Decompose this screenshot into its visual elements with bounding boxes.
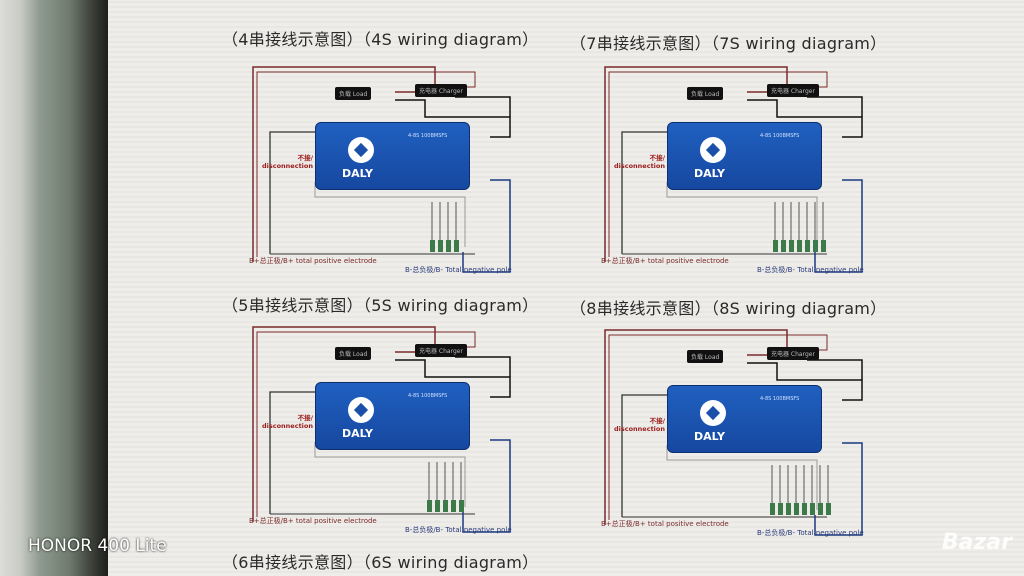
cell-wire-terminal bbox=[438, 240, 443, 252]
positive-electrode-label: B+总正极/B+ total positive electrode bbox=[601, 257, 729, 265]
cell-wire-terminal bbox=[810, 503, 815, 515]
brand-label: DALY bbox=[694, 430, 725, 443]
diagram-4s: 负载 Load 充电器 Charger DALY 4-8S 100BMSFS 不… bbox=[245, 62, 525, 277]
cell-wire-terminal bbox=[446, 240, 451, 252]
negative-pole-label: B-总负极/B- Total negative pole bbox=[757, 529, 864, 537]
charger-device: 充电器 Charger bbox=[767, 84, 819, 97]
negative-pole-label: B-总负极/B- Total negative pole bbox=[405, 266, 512, 274]
model-label: 4-8S 100BMSFS bbox=[760, 133, 800, 139]
cell-wire-terminal bbox=[802, 503, 807, 515]
bms-board: DALY 4-8S 100BMSFS bbox=[667, 122, 822, 190]
load-device: 负载 Load bbox=[335, 347, 372, 360]
disconnection-label: 不接/disconnection bbox=[613, 154, 665, 170]
negative-pole-label: B-总负极/B- Total negative pole bbox=[757, 266, 864, 274]
cell-wire-terminal bbox=[773, 240, 778, 252]
negative-pole-label: B-总负极/B- Total negative pole bbox=[405, 526, 512, 534]
wiring-lines bbox=[252, 326, 511, 533]
title-4s: （4串接线示意图）（4S wiring diagram） bbox=[222, 30, 539, 49]
wiring-lines bbox=[252, 66, 511, 273]
positive-electrode-label: B+总正极/B+ total positive electrode bbox=[249, 517, 377, 525]
diagram-8s: 负载 Load 充电器 Charger DALY 4-8S 100BMSFS 不… bbox=[597, 325, 877, 540]
title-8s: （8串接线示意图）（8S wiring diagram） bbox=[570, 299, 887, 318]
diagram-5s: 负载 Load 充电器 Charger DALY 4-8S 100BMSFS 不… bbox=[245, 322, 525, 537]
cell-wire-terminal bbox=[781, 240, 786, 252]
bms-board: DALY 4-8S 100BMSFS bbox=[315, 382, 470, 450]
title-5s: （5串接线示意图）（5S wiring diagram） bbox=[222, 296, 539, 315]
bms-board: DALY 4-8S 100BMSFS bbox=[667, 385, 822, 453]
brand-label: DALY bbox=[342, 427, 373, 440]
load-device: 负载 Load bbox=[687, 350, 724, 363]
positive-electrode-label: B+总正极/B+ total positive electrode bbox=[249, 257, 377, 265]
charger-device: 充电器 Charger bbox=[415, 344, 467, 357]
cell-wire-terminal bbox=[435, 500, 440, 512]
cell-wire-terminal bbox=[794, 503, 799, 515]
model-label: 4-8S 100BMSFS bbox=[408, 393, 448, 399]
positive-electrode-label: B+总正极/B+ total positive electrode bbox=[601, 520, 729, 528]
cell-wire-terminal bbox=[770, 503, 775, 515]
cell-wire-terminal bbox=[813, 240, 818, 252]
daly-logo-icon bbox=[348, 397, 374, 423]
cell-wire-terminal bbox=[430, 240, 435, 252]
cell-wire-terminal bbox=[789, 240, 794, 252]
cell-wire-terminal bbox=[443, 500, 448, 512]
disconnection-label: 不接/disconnection bbox=[261, 414, 313, 430]
wiring-lines bbox=[604, 66, 863, 273]
screen bbox=[108, 0, 1024, 576]
brand-label: DALY bbox=[342, 167, 373, 180]
title-7s: （7串接线示意图）（7S wiring diagram） bbox=[570, 34, 887, 53]
charger-device: 充电器 Charger bbox=[415, 84, 467, 97]
bms-board: DALY 4-8S 100BMSFS bbox=[315, 122, 470, 190]
load-device: 负载 Load bbox=[687, 87, 724, 100]
disconnection-label: 不接/disconnection bbox=[613, 417, 665, 433]
site-watermark: Bazar bbox=[941, 530, 1012, 555]
cell-wire-terminal bbox=[459, 500, 464, 512]
load-device: 负载 Load bbox=[335, 87, 372, 100]
cell-wire-terminal bbox=[786, 503, 791, 515]
cell-wire-terminal bbox=[797, 240, 802, 252]
cell-wire-terminal bbox=[778, 503, 783, 515]
cell-wire-terminal bbox=[454, 240, 459, 252]
title-6s: （6串接线示意图）（6S wiring diagram） bbox=[222, 553, 539, 572]
disconnection-label: 不接/disconnection bbox=[261, 154, 313, 170]
cell-wire-terminal bbox=[826, 503, 831, 515]
cell-wire-terminal bbox=[805, 240, 810, 252]
cell-wire-terminal bbox=[818, 503, 823, 515]
daly-logo-icon bbox=[700, 400, 726, 426]
diagram-7s: 负载 Load 充电器 Charger DALY 4-8S 100BMSFS 不… bbox=[597, 62, 877, 277]
charger-device: 充电器 Charger bbox=[767, 347, 819, 360]
brand-label: DALY bbox=[694, 167, 725, 180]
monitor-bezel bbox=[0, 0, 108, 576]
daly-logo-icon bbox=[700, 137, 726, 163]
model-label: 4-8S 100BMSFS bbox=[408, 133, 448, 139]
cell-wire-terminal bbox=[427, 500, 432, 512]
model-label: 4-8S 100BMSFS bbox=[760, 396, 800, 402]
cell-wire-terminal bbox=[451, 500, 456, 512]
camera-watermark: HONOR 400 Lite bbox=[28, 536, 167, 556]
daly-logo-icon bbox=[348, 137, 374, 163]
cell-wire-terminal bbox=[821, 240, 826, 252]
